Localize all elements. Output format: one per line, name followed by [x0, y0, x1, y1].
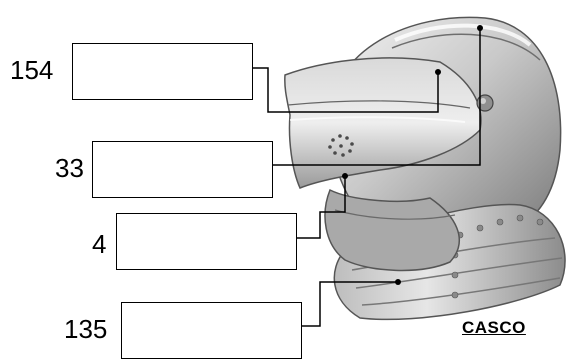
diagram-caption: CASCO — [462, 318, 526, 338]
label-number-crest: 33 — [55, 155, 84, 181]
answer-box-gorget[interactable] — [121, 302, 302, 359]
answer-box-visor[interactable] — [72, 43, 253, 100]
label-number-ventail: 4 — [92, 231, 106, 257]
label-number-visor: 154 — [10, 57, 53, 83]
label-number-gorget: 135 — [64, 316, 107, 342]
answer-box-ventail[interactable] — [116, 213, 297, 270]
answer-box-crest[interactable] — [92, 141, 273, 198]
